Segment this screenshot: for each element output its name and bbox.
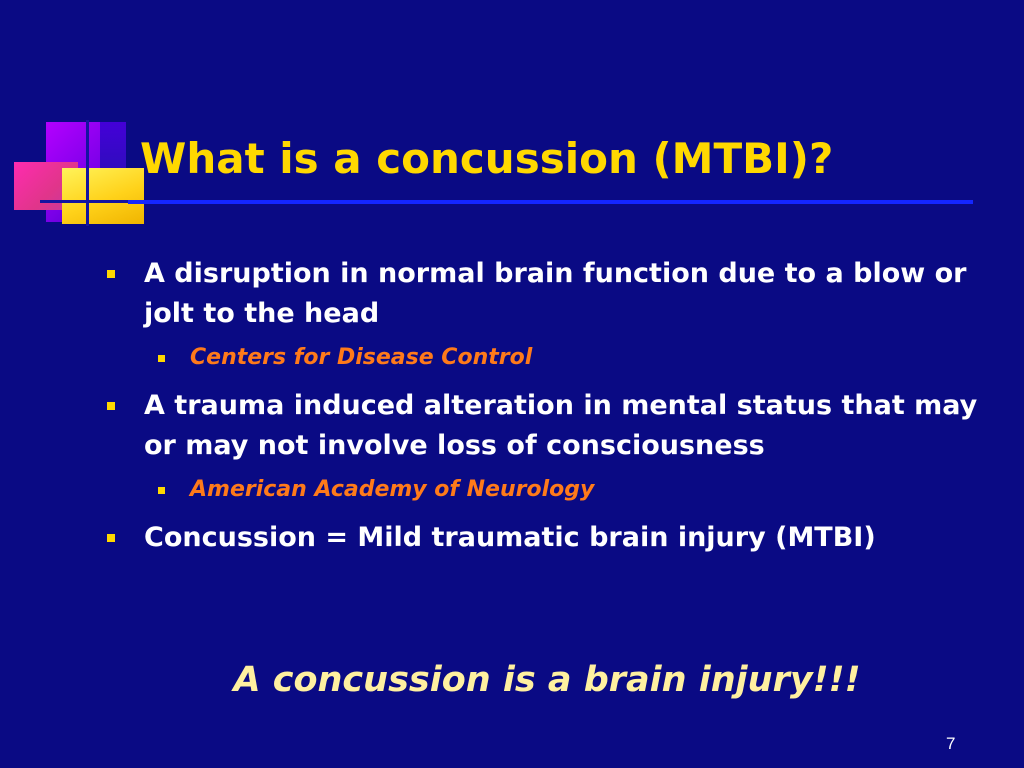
decorative-vertical-line xyxy=(86,120,89,226)
decorative-horizontal-line xyxy=(40,200,150,203)
bullet-square-icon xyxy=(107,270,115,278)
sub-bullet-item: American Academy of Neurology xyxy=(100,474,990,506)
bullet-square-icon xyxy=(107,534,115,542)
bullet-item: A disruption in normal brain function du… xyxy=(100,254,990,334)
slide-title: What is a concussion (MTBI)? xyxy=(140,134,834,183)
title-underline xyxy=(128,200,973,204)
bullet-square-icon xyxy=(158,355,165,362)
emphasis-statement: A concussion is a brain injury!!! xyxy=(233,660,861,700)
bullet-text: A disruption in normal brain function du… xyxy=(144,258,967,329)
bullet-text: A trauma induced alteration in mental st… xyxy=(144,390,978,461)
bullet-square-icon xyxy=(158,487,165,494)
bullet-list: A disruption in normal brain function du… xyxy=(100,254,990,566)
bullet-item: Concussion = Mild traumatic brain injury… xyxy=(100,518,990,558)
decorative-square-yellow xyxy=(62,168,144,224)
source-citation: American Academy of Neurology xyxy=(190,477,595,502)
page-number: 7 xyxy=(946,734,956,753)
bullet-item: A trauma induced alteration in mental st… xyxy=(100,386,990,466)
bullet-square-icon xyxy=(107,402,115,410)
bullet-text: Concussion = Mild traumatic brain injury… xyxy=(144,522,876,553)
source-citation: Centers for Disease Control xyxy=(190,345,533,370)
sub-bullet-item: Centers for Disease Control xyxy=(100,342,990,374)
